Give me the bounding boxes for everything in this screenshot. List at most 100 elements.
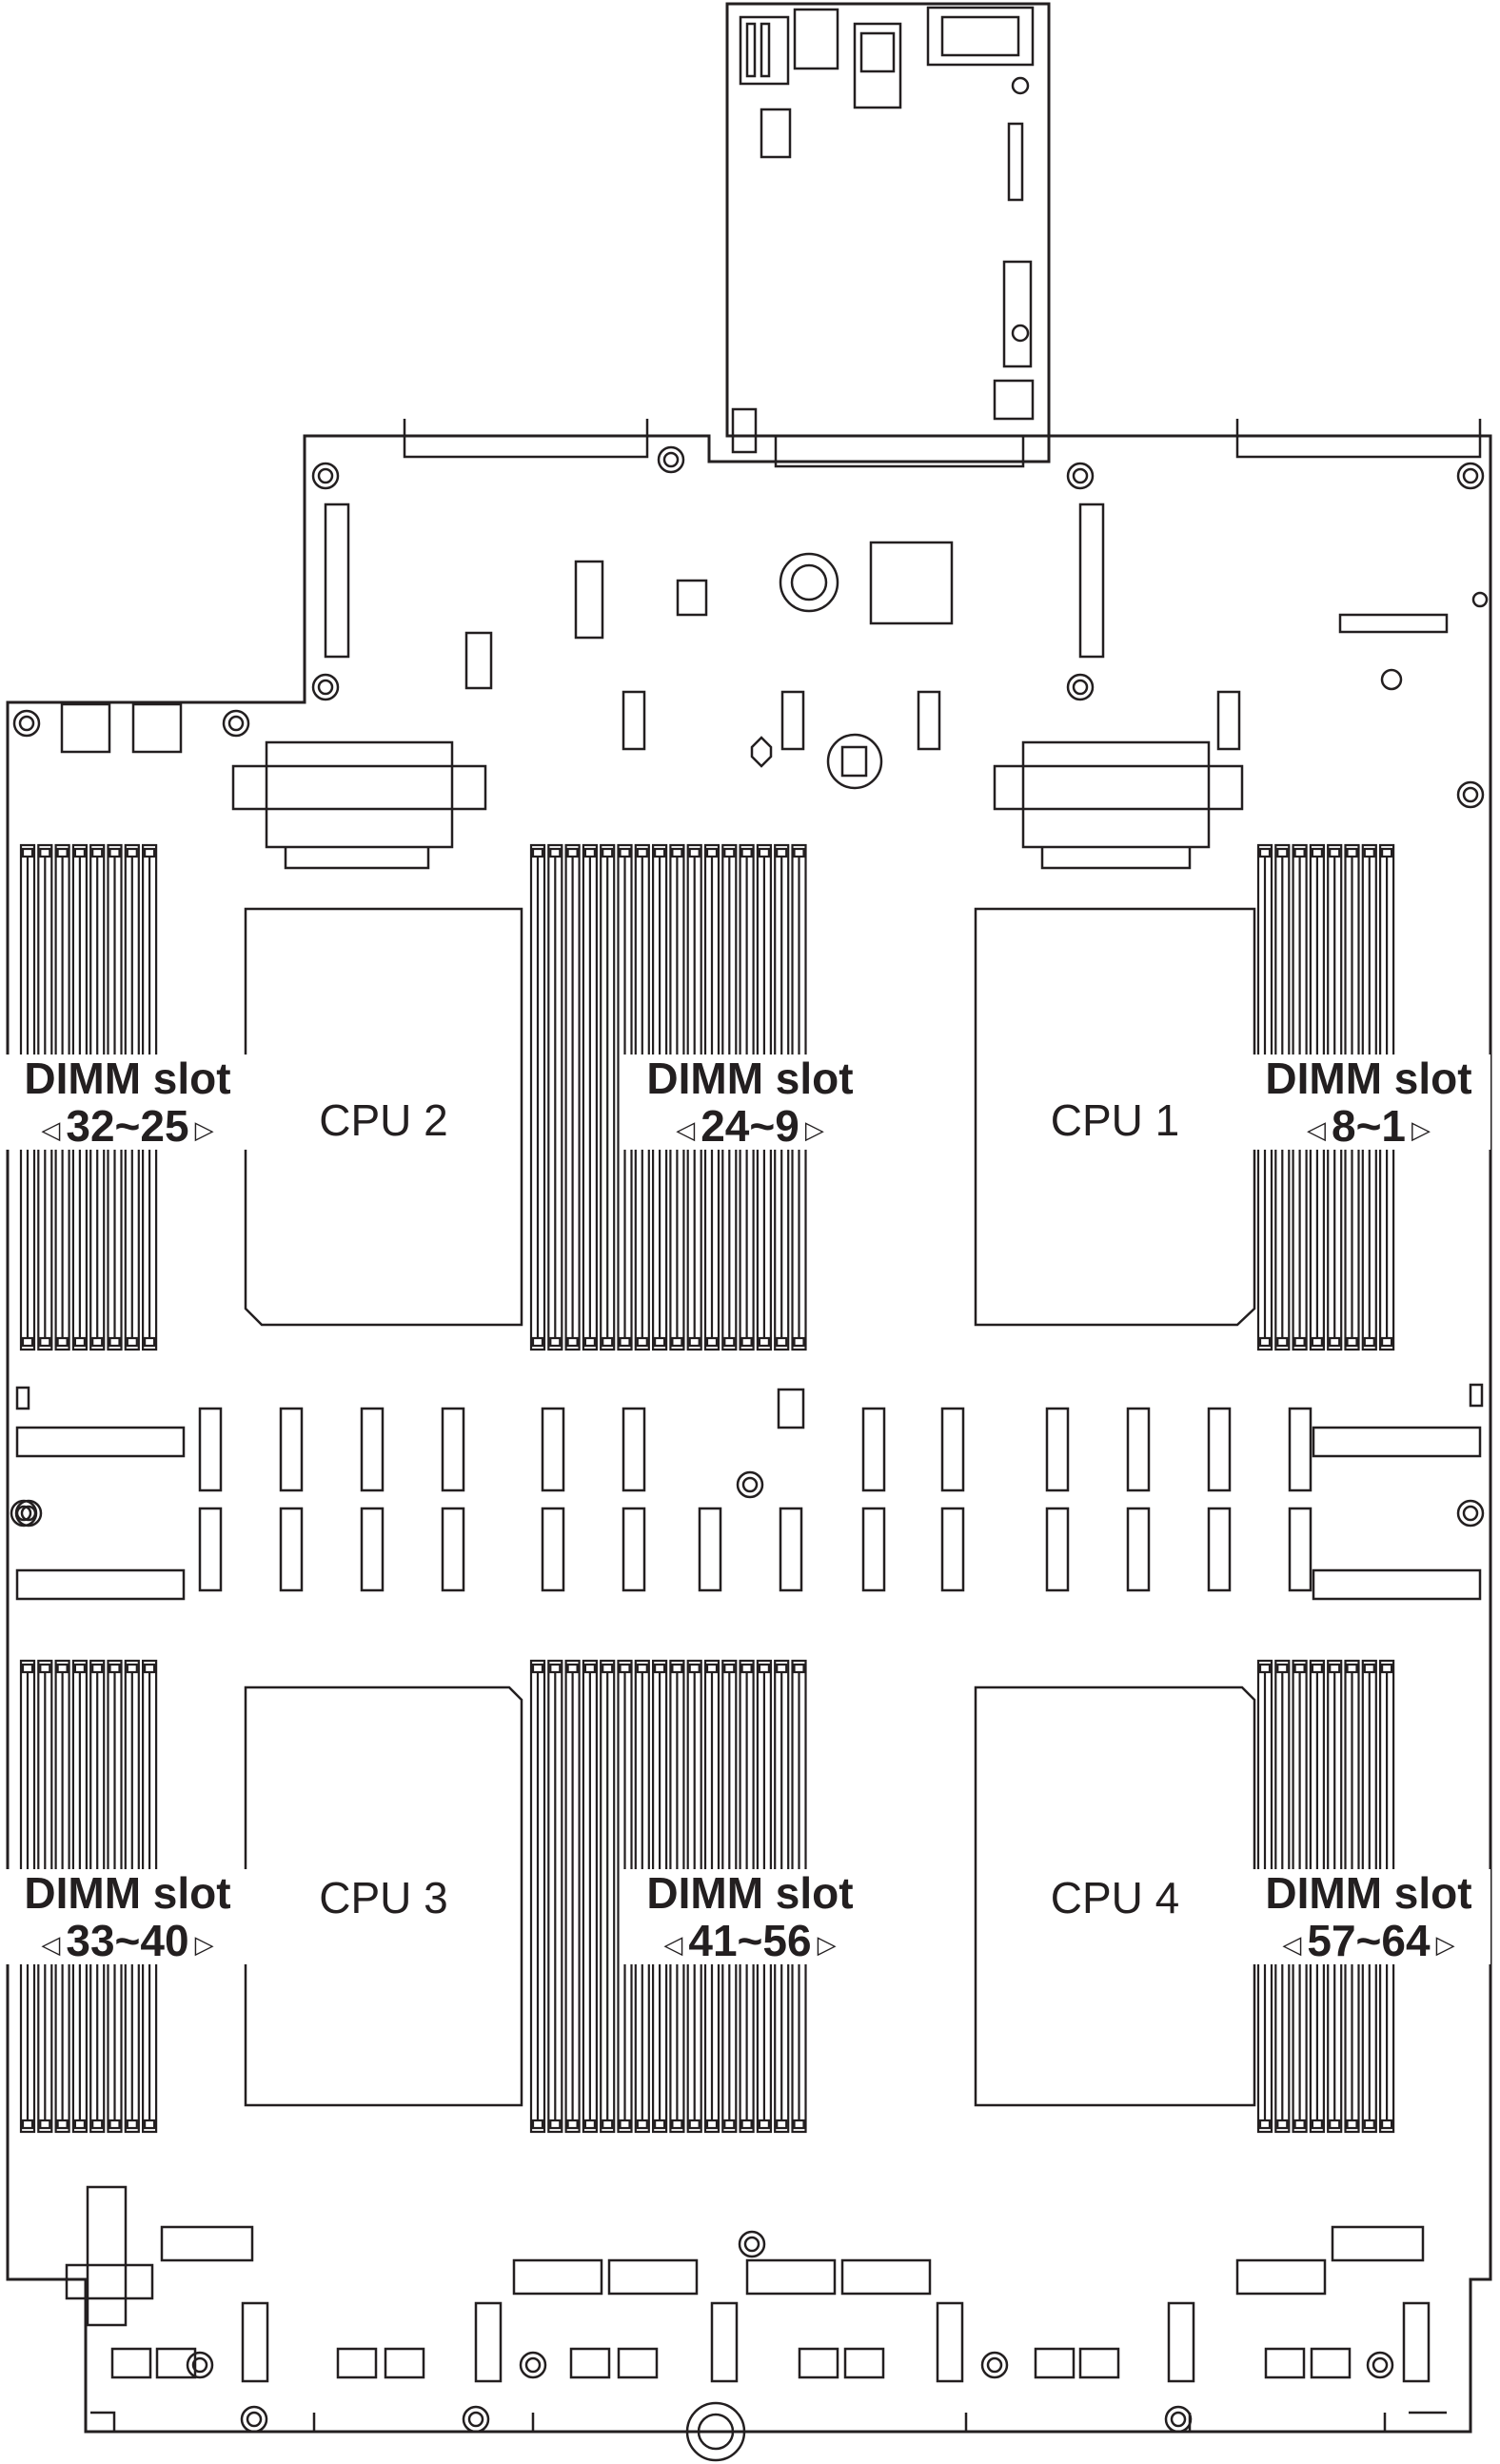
pcie-connector — [940, 1407, 965, 1492]
cpu-4-label: CPU 4 — [1050, 1873, 1180, 1922]
pcie-connector — [360, 1507, 385, 1592]
right-arrow-icon: ▷ — [194, 1929, 214, 1959]
dimm-label-title: DIMM slot — [646, 1054, 854, 1103]
dimm-range: 41~56 — [688, 1916, 812, 1965]
riser-connector — [1312, 1568, 1482, 1601]
dimm-range: 24~9 — [701, 1101, 799, 1151]
dimm-range: 8~1 — [1331, 1101, 1407, 1151]
dimm-slot — [547, 843, 563, 1351]
dimm-slot — [529, 843, 546, 1351]
right-arrow-icon: ▷ — [194, 1114, 214, 1144]
screw-icon — [311, 462, 340, 490]
dimm-slot — [582, 1659, 599, 2134]
left-arrow-icon: ◁ — [41, 1929, 61, 1959]
dimm-range: 33~40 — [66, 1916, 189, 1965]
io-board-details — [731, 6, 1035, 468]
dimm-label-41-56: DIMM slot ◁41~56▷ — [621, 1869, 879, 1964]
pcie-connector — [622, 1407, 646, 1492]
pcie-connector — [861, 1507, 886, 1592]
dimm-label-8-1: DIMM slot ◁8~1▷ — [1247, 1055, 1490, 1150]
dimm-slot — [547, 1659, 563, 2134]
pcie-connector — [622, 1507, 646, 1592]
mounting-screws — [10, 445, 1485, 2434]
pcie-connector — [541, 1407, 565, 1492]
dimm-label-title: DIMM slot — [24, 1868, 231, 1918]
pcie-connector — [541, 1507, 565, 1592]
left-arrow-icon: ◁ — [676, 1114, 696, 1144]
screw-icon — [311, 673, 340, 701]
left-arrow-icon: ◁ — [663, 1929, 683, 1959]
screw-icon — [1366, 2351, 1394, 2379]
pcie-connector — [861, 1407, 886, 1492]
dimm-range: 57~64 — [1307, 1916, 1431, 1965]
screw-icon — [222, 709, 250, 738]
dimm-label-33-40: DIMM slot ◁33~40▷ — [6, 1869, 249, 1964]
pcie-connector — [279, 1507, 304, 1592]
pcie-connector — [360, 1407, 385, 1492]
riser-connector — [1312, 1426, 1482, 1458]
dimm-label-32-25: DIMM slot ◁32~25▷ — [6, 1055, 249, 1150]
pcie-connector — [198, 1407, 223, 1492]
screw-icon — [1456, 462, 1485, 490]
screw-icon — [1456, 1499, 1485, 1528]
screw-icon — [1066, 673, 1095, 701]
right-arrow-icon: ▷ — [1435, 1929, 1455, 1959]
right-arrow-icon: ▷ — [804, 1114, 824, 1144]
mid-board-connectors — [15, 1383, 1484, 1601]
pcie-connector — [1045, 1407, 1070, 1492]
screw-icon — [10, 1499, 38, 1528]
pcie-connector — [441, 1407, 465, 1492]
screw-icon — [12, 709, 41, 738]
screw-icon — [1066, 462, 1095, 490]
header-connector — [15, 1386, 30, 1410]
header-connector — [777, 1388, 805, 1429]
pcie-connector — [1045, 1507, 1070, 1592]
dimm-slot — [529, 1659, 546, 2134]
dimm-slot — [600, 843, 616, 1351]
dimm-slot — [600, 1659, 616, 2134]
pcie-connector — [1288, 1407, 1312, 1492]
pcie-connector — [441, 1507, 465, 1592]
left-arrow-icon: ◁ — [1306, 1114, 1326, 1144]
right-arrow-icon: ▷ — [1411, 1114, 1431, 1144]
screw-icon — [738, 2230, 766, 2258]
dimm-label-title: DIMM slot — [646, 1868, 854, 1918]
dimm-label-57-64: DIMM slot ◁57~64▷ — [1247, 1869, 1490, 1964]
pcie-connector — [1288, 1507, 1312, 1592]
riser-connector — [15, 1568, 186, 1601]
screw-icon — [462, 2405, 490, 2434]
pcie-connector — [1126, 1507, 1151, 1592]
screw-icon — [1164, 2405, 1193, 2434]
cpu-1-label: CPU 1 — [1050, 1095, 1180, 1145]
pcie-connector — [940, 1507, 965, 1592]
dimm-range: 32~25 — [66, 1101, 189, 1151]
left-arrow-icon: ◁ — [1282, 1929, 1302, 1959]
header-connector — [1469, 1383, 1484, 1408]
screw-icon — [980, 2351, 1009, 2379]
cpu-2-label: CPU 2 — [319, 1095, 448, 1145]
pcie-connector — [1207, 1507, 1232, 1592]
pcie-connector — [779, 1507, 803, 1592]
pcie-connector — [1207, 1407, 1232, 1492]
pcie-connector — [1126, 1407, 1151, 1492]
screw-icon — [736, 1470, 764, 1499]
left-arrow-icon: ◁ — [41, 1114, 61, 1144]
screw-icon — [1456, 780, 1485, 809]
upper-riser-connectors — [60, 419, 1489, 870]
dimm-label-title: DIMM slot — [24, 1054, 231, 1103]
board-outline — [6, 2, 1492, 2434]
bottom-connectors — [65, 2185, 1447, 2462]
dimm-slot — [582, 843, 599, 1351]
dimm-label-title: DIMM slot — [1265, 1868, 1472, 1918]
pcie-connector — [279, 1407, 304, 1492]
screw-icon — [186, 2351, 214, 2379]
pcie-connector — [198, 1507, 223, 1592]
dimm-label-title: DIMM slot — [1265, 1054, 1472, 1103]
screw-icon — [519, 2351, 547, 2379]
screw-icon — [240, 2405, 268, 2434]
screw-icon — [657, 445, 685, 474]
dimm-slot — [564, 843, 581, 1351]
cpu-3-label: CPU 3 — [319, 1873, 448, 1922]
right-arrow-icon: ▷ — [817, 1929, 837, 1959]
